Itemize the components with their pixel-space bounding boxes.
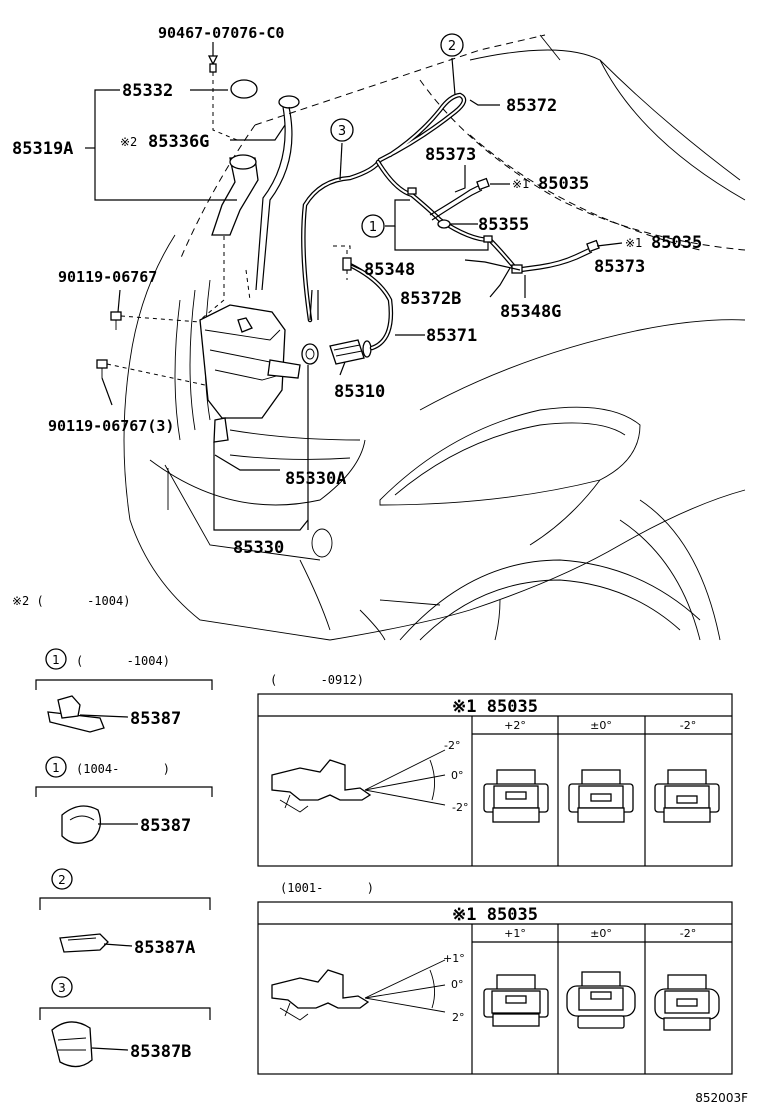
table-2-angle-top: +1° bbox=[443, 952, 465, 965]
label-85035-lower: 85035 bbox=[651, 233, 702, 253]
table-2-nozzle-view-3 bbox=[654, 974, 720, 1031]
part-labels: 90467-07076-C0 85332 85319A ※2 85336G 90… bbox=[12, 24, 702, 558]
table-2-nozzle-view-2 bbox=[566, 971, 636, 1029]
label-85332: 85332 bbox=[122, 81, 173, 101]
table-2-angle-bot: 2° bbox=[452, 1011, 465, 1024]
inset-1-num: 1 bbox=[52, 653, 60, 667]
inset-3-num: 2 bbox=[58, 873, 66, 887]
label-85372: 85372 bbox=[506, 96, 557, 116]
label-85373-upper: 85373 bbox=[425, 145, 476, 165]
table-1-col-3: -2° bbox=[680, 719, 696, 732]
nozzle-table-early: ( -0912) ※1 85035 +2° ±0° -2° -2° 0° -2° bbox=[257, 673, 733, 867]
inset-clip-1-late: 1 (1004- ) 85387 bbox=[35, 756, 213, 844]
callout-1-text: 1 bbox=[369, 220, 377, 235]
table-2-nozzle-view-1 bbox=[483, 974, 549, 1027]
inset-3-part: 85387A bbox=[134, 938, 195, 958]
nozzle-table-late: (1001- ) ※1 85035 +1° ±0° -2° +1° 0° 2° bbox=[257, 881, 733, 1075]
label-90467-07076-c0: 90467-07076-C0 bbox=[158, 24, 284, 42]
label-90119-06767: 90119-06767 bbox=[58, 268, 157, 286]
callout-3-text: 3 bbox=[338, 124, 346, 139]
inset-1-range: ( -1004) bbox=[76, 654, 170, 668]
label-90119-06767-3: 90119-06767(3) bbox=[48, 417, 174, 435]
label-85330: 85330 bbox=[233, 538, 284, 558]
figure-id: 852003F bbox=[695, 1091, 748, 1105]
label-85372b: 85372B bbox=[400, 289, 461, 309]
label-85035-upper: 85035 bbox=[538, 174, 589, 194]
label-85373-lower: 85373 bbox=[594, 257, 645, 277]
leader-lines bbox=[85, 42, 623, 531]
washer-tank-assembly bbox=[96, 55, 372, 443]
inset-2-range: (1004- ) bbox=[76, 762, 170, 776]
label-85348g: 85348G bbox=[500, 302, 561, 322]
callout-2: 2 bbox=[440, 33, 464, 57]
applicability-note: ※2 ( -1004) bbox=[12, 594, 130, 608]
washer-hoses bbox=[301, 92, 600, 351]
table-1-nozzle-view-3 bbox=[654, 769, 720, 823]
inset-clip-1-early: 1 ( -1004) 85387 bbox=[35, 648, 213, 733]
table-2-col-2: ±0° bbox=[590, 927, 612, 940]
callout-2-text: 2 bbox=[448, 39, 456, 54]
inset-clip-2: 2 85387A bbox=[39, 868, 211, 958]
inset-4-num: 3 bbox=[58, 981, 66, 995]
label-85319a: 85319A bbox=[12, 139, 73, 159]
label-mark1-lower: ※1 bbox=[625, 236, 642, 250]
table-1-col-2: ±0° bbox=[590, 719, 612, 732]
table-1-frame bbox=[257, 693, 733, 867]
inset-1-part: 85387 bbox=[130, 709, 181, 729]
inset-clip-3: 3 85387B bbox=[39, 976, 211, 1068]
label-85310: 85310 bbox=[334, 382, 385, 402]
table-1-range: ( -0912) bbox=[270, 673, 364, 687]
table-2-range: (1001- ) bbox=[280, 881, 374, 895]
inset-2-num: 1 bbox=[52, 761, 60, 775]
label-mark2: ※2 bbox=[120, 135, 137, 149]
table-2-col-1: +1° bbox=[504, 927, 526, 940]
inset-2-part: 85387 bbox=[140, 816, 191, 836]
callout-1: 1 bbox=[361, 214, 385, 238]
vehicle-body-outline bbox=[123, 34, 746, 641]
label-85371: 85371 bbox=[426, 326, 477, 346]
cap-85332-shape bbox=[230, 79, 258, 99]
bolt-90119-upper bbox=[110, 311, 122, 330]
inset-4-part: 85387B bbox=[130, 1042, 191, 1062]
label-85355: 85355 bbox=[478, 215, 529, 235]
label-85336g: 85336G bbox=[148, 132, 209, 152]
callout-3: 3 bbox=[330, 118, 354, 142]
table-1-angle-top: -2° bbox=[444, 739, 460, 752]
table-1-nozzle-view-1 bbox=[483, 769, 549, 823]
table-1-spray-figure: -2° 0° -2° bbox=[271, 739, 468, 814]
label-85330a: 85330A bbox=[285, 469, 346, 489]
table-2-spray-figure: +1° 0° 2° bbox=[271, 952, 465, 1024]
table-2-angle-mid: 0° bbox=[451, 978, 464, 991]
table-1-nozzle-view-2 bbox=[568, 769, 634, 823]
table-1-col-1: +2° bbox=[504, 719, 526, 732]
table-2-col-3: -2° bbox=[680, 927, 696, 940]
table-2-title: ※1 85035 bbox=[452, 905, 538, 925]
label-mark1-upper: ※1 bbox=[512, 177, 529, 191]
table-2-frame bbox=[257, 901, 733, 1075]
table-1-title: ※1 85035 bbox=[452, 697, 538, 717]
bolt-90119-lower bbox=[96, 359, 108, 378]
table-1-angle-bot: -2° bbox=[452, 801, 468, 814]
label-85348: 85348 bbox=[364, 260, 415, 280]
table-1-angle-mid: 0° bbox=[451, 769, 464, 782]
